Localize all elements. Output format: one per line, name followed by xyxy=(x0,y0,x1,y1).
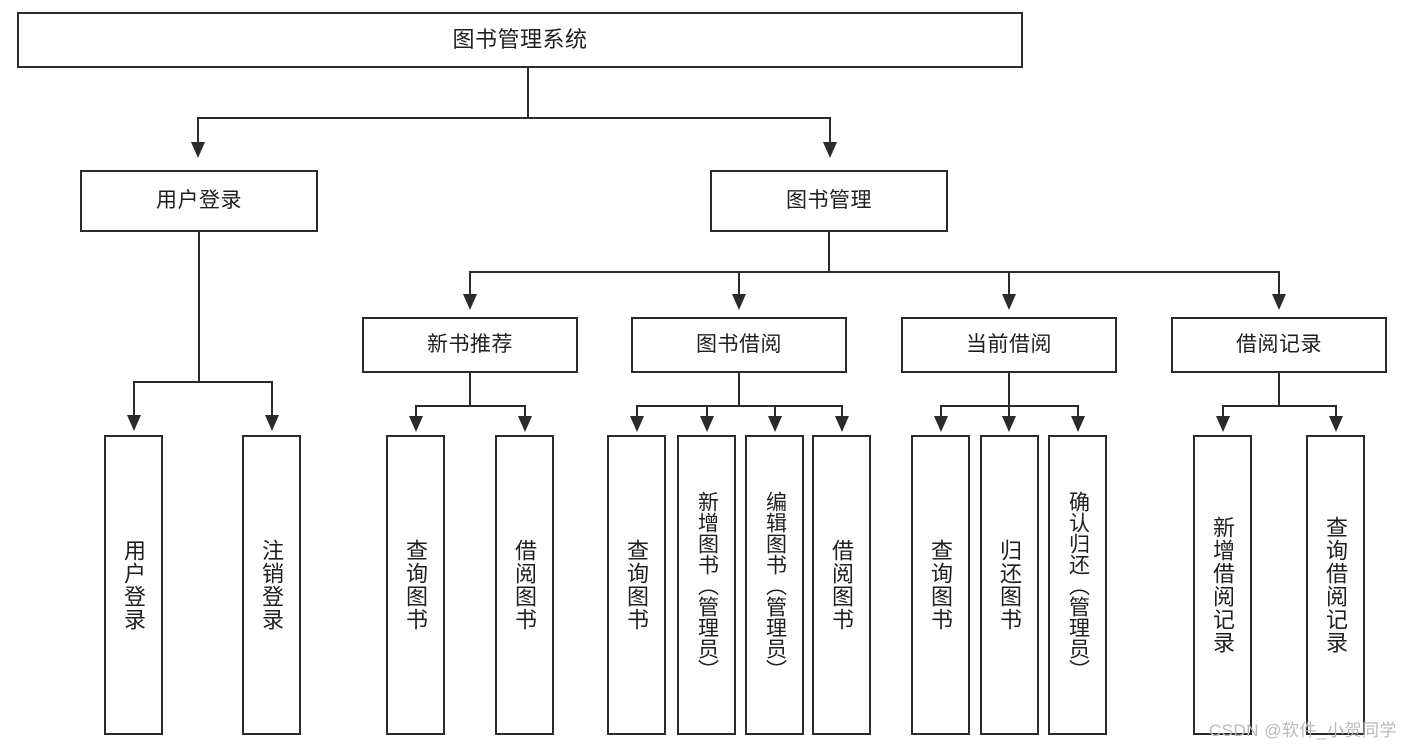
connector-current-borrow-branch-1 xyxy=(940,406,942,417)
node-label: 新书推荐 xyxy=(427,333,513,357)
node-book-manage[interactable]: 图书管理 xyxy=(710,170,948,232)
connector-borrow-record-stem xyxy=(1278,373,1280,406)
arrowhead-borrow-record xyxy=(1272,294,1286,310)
arrowhead-leaf-return-book xyxy=(1002,416,1016,432)
connector-book-manage-bus xyxy=(469,271,1280,273)
arrowhead-leaf-query-book-3 xyxy=(934,416,948,432)
connector-book-manage-branch-2 xyxy=(738,272,740,295)
arrowhead-leaf-confirm-return xyxy=(1071,416,1085,432)
leaf-borrow-book-1[interactable]: 借阅图书 xyxy=(495,435,554,735)
node-user-login[interactable]: 用户登录 xyxy=(80,170,318,232)
node-new-book-recommend[interactable]: 新书推荐 xyxy=(362,317,578,373)
node-label: 确认归还（管理员） xyxy=(1066,490,1090,680)
node-label: 编辑图书（管理员） xyxy=(763,490,787,680)
node-label: 图书借阅 xyxy=(696,333,782,357)
node-label: 借阅图书 xyxy=(512,539,538,631)
node-label: 查询借阅记录 xyxy=(1323,516,1349,654)
node-current-borrow[interactable]: 当前借阅 xyxy=(901,317,1117,373)
connector-user-login-stem xyxy=(198,232,200,382)
leaf-borrow-book-2[interactable]: 借阅图书 xyxy=(812,435,871,735)
arrowhead-leaf-user-logout xyxy=(265,415,279,431)
connector-user-login-branch-2 xyxy=(271,382,273,416)
connector-current-borrow-branch-2 xyxy=(1008,406,1010,417)
leaf-edit-book[interactable]: 编辑图书（管理员） xyxy=(745,435,804,735)
leaf-add-record[interactable]: 新增借阅记录 xyxy=(1193,435,1252,735)
connector-borrow-record-bus xyxy=(1222,405,1337,407)
connector-root-to-user-login xyxy=(197,118,199,143)
arrowhead-book-manage xyxy=(823,142,837,158)
node-label: 新增图书（管理员） xyxy=(695,490,719,680)
leaf-add-book[interactable]: 新增图书（管理员） xyxy=(677,435,736,735)
arrowhead-leaf-query-book-1 xyxy=(409,416,423,432)
leaf-confirm-return[interactable]: 确认归还（管理员） xyxy=(1048,435,1107,735)
connector-root-bus xyxy=(197,117,831,119)
connector-new-book-bus xyxy=(415,405,526,407)
arrowhead-leaf-edit-book xyxy=(768,416,782,432)
leaf-query-book-1[interactable]: 查询图书 xyxy=(386,435,445,735)
connector-user-login-branch-1 xyxy=(133,382,135,416)
arrowhead-leaf-borrow-book-2 xyxy=(835,416,849,432)
connector-borrow-record-branch-2 xyxy=(1335,406,1337,417)
arrowhead-leaf-user-login xyxy=(127,415,141,431)
connector-book-manage-branch-1 xyxy=(469,272,471,295)
connector-current-borrow-branch-3 xyxy=(1077,406,1079,417)
arrowhead-leaf-add-record xyxy=(1216,416,1230,432)
node-label: 查询图书 xyxy=(403,539,429,631)
node-root-system[interactable]: 图书管理系统 xyxy=(17,12,1023,68)
leaf-return-book[interactable]: 归还图书 xyxy=(980,435,1039,735)
connector-book-borrow-branch-2 xyxy=(706,406,708,417)
connector-new-book-branch-2 xyxy=(524,406,526,417)
node-label: 借阅图书 xyxy=(829,539,855,631)
node-label: 查询图书 xyxy=(928,539,954,631)
arrowhead-user-login xyxy=(191,142,205,158)
connector-current-borrow-stem xyxy=(1008,373,1010,406)
leaf-user-logout[interactable]: 注销登录 xyxy=(242,435,301,735)
connector-book-borrow-branch-4 xyxy=(841,406,843,417)
connector-book-manage-branch-3 xyxy=(1008,272,1010,295)
node-label: 用户登录 xyxy=(156,189,242,213)
leaf-query-record[interactable]: 查询借阅记录 xyxy=(1306,435,1365,735)
node-label: 当前借阅 xyxy=(966,333,1052,357)
node-borrow-record[interactable]: 借阅记录 xyxy=(1171,317,1387,373)
connector-book-borrow-branch-3 xyxy=(774,406,776,417)
connector-new-book-branch-1 xyxy=(415,406,417,417)
connector-book-borrow-bus xyxy=(636,405,843,407)
connector-book-manage-stem xyxy=(828,232,830,272)
arrowhead-leaf-query-book-2 xyxy=(630,416,644,432)
arrowhead-leaf-add-book xyxy=(700,416,714,432)
node-book-borrow[interactable]: 图书借阅 xyxy=(631,317,847,373)
arrowhead-current-borrow xyxy=(1002,294,1016,310)
node-label: 图书管理系统 xyxy=(452,26,588,52)
node-label: 归还图书 xyxy=(997,539,1023,631)
connector-book-manage-branch-4 xyxy=(1278,272,1280,295)
node-label: 查询图书 xyxy=(624,539,650,631)
arrowhead-leaf-borrow-book-1 xyxy=(518,416,532,432)
node-label: 注销登录 xyxy=(259,539,285,631)
leaf-query-book-2[interactable]: 查询图书 xyxy=(607,435,666,735)
connector-borrow-record-branch-1 xyxy=(1222,406,1224,417)
node-label: 图书管理 xyxy=(786,189,872,213)
connector-user-login-bus xyxy=(133,381,273,383)
connector-root-to-book-manage xyxy=(829,118,831,143)
node-label: 借阅记录 xyxy=(1236,333,1322,357)
arrowhead-new-book-recommend xyxy=(463,294,477,310)
node-label: 用户登录 xyxy=(121,539,147,631)
connector-book-borrow-branch-1 xyxy=(636,406,638,417)
node-label: 新增借阅记录 xyxy=(1210,516,1236,654)
connector-new-book-stem xyxy=(469,373,471,406)
leaf-user-login[interactable]: 用户登录 xyxy=(104,435,163,735)
leaf-query-book-3[interactable]: 查询图书 xyxy=(911,435,970,735)
connector-book-borrow-stem xyxy=(738,373,740,406)
arrowhead-leaf-query-record xyxy=(1329,416,1343,432)
arrowhead-book-borrow xyxy=(732,294,746,310)
connector-root-stem xyxy=(527,68,529,118)
